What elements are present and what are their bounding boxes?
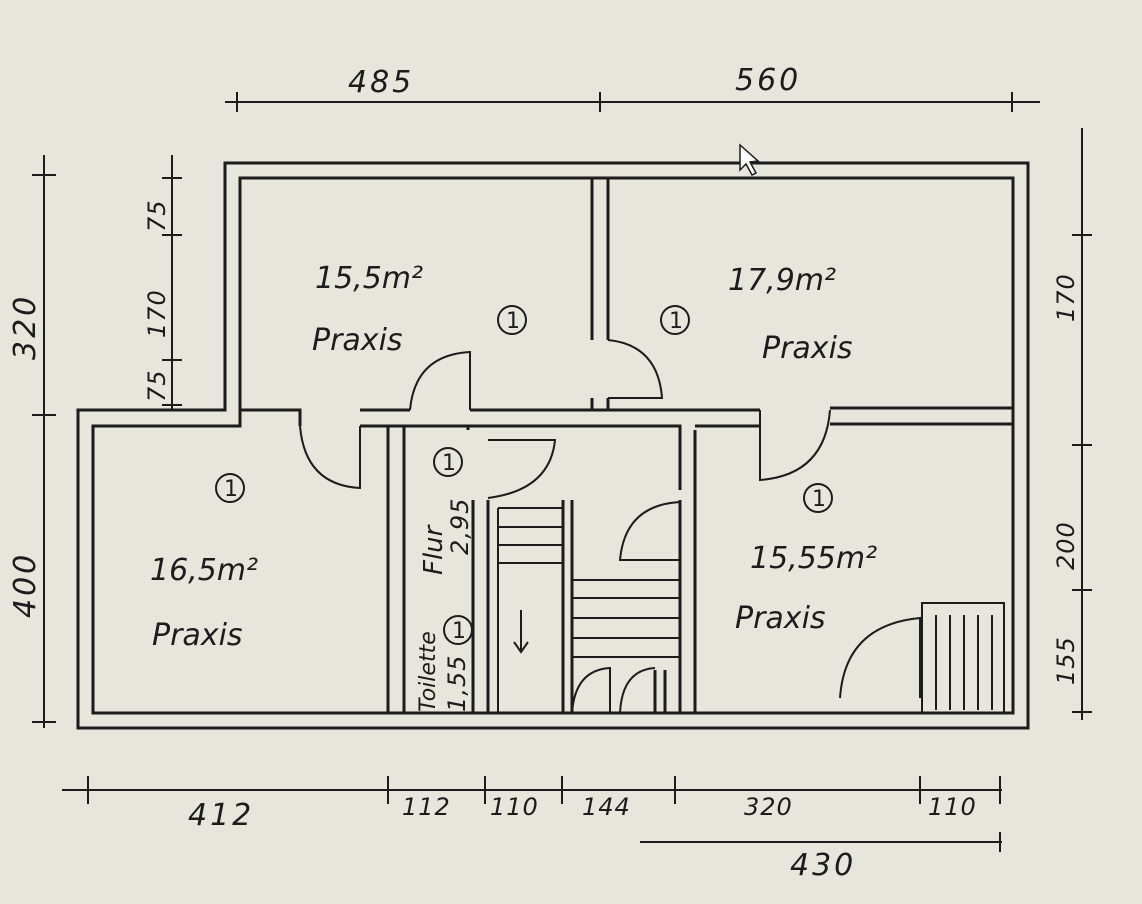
room-label: Flur	[419, 523, 449, 575]
marker-circle	[433, 447, 463, 477]
door-upper-right-room	[607, 339, 664, 399]
dim-left-lower: 400	[8, 552, 43, 618]
dim-right-lower: 155	[1052, 636, 1080, 685]
room-upper-left: 15,5m² Praxis 1	[312, 261, 527, 358]
room-marker: 1	[224, 477, 238, 502]
room-toilet: Toilette 1,55 1	[416, 615, 473, 712]
dim-bottom-cabinet: 110	[928, 793, 977, 821]
dim-left-window: 170	[143, 289, 171, 338]
marker-circle	[803, 483, 833, 513]
marker-circle	[497, 305, 527, 335]
marker-circle	[215, 473, 245, 503]
door-left-room	[299, 425, 361, 490]
room-area: 2,95	[446, 498, 474, 555]
door-toilet	[487, 439, 557, 499]
door-upper-left-room	[409, 350, 471, 411]
room-marker: 1	[506, 309, 520, 334]
outer-walls	[76, 161, 1030, 730]
room-area: 15,5m²	[315, 261, 423, 296]
dim-left-bottom-wall: 75	[143, 369, 171, 402]
room-label: Toilette	[416, 631, 441, 712]
built-in-cabinet	[921, 602, 1005, 714]
room-lower-right: 1 15,55m² Praxis	[735, 483, 877, 636]
door-cabinet	[839, 616, 921, 699]
entrance-double-door	[571, 666, 656, 714]
dim-right-middle: 200	[1052, 521, 1080, 570]
room-corridor: 1 2,95 Flur	[419, 447, 474, 575]
room-area: 1,55	[443, 655, 471, 712]
doors	[299, 339, 921, 714]
room-label: Praxis	[735, 601, 826, 636]
room-left: 1 16,5m² Praxis	[150, 473, 258, 653]
dimension-labels: 485 560 320 75 170 75 400 170 200 155 41…	[8, 63, 1080, 883]
room-marker: 1	[452, 619, 466, 644]
dim-bottom-stairs: 144	[582, 793, 631, 821]
dim-top-left: 485	[348, 65, 414, 100]
dim-right-upper: 170	[1052, 273, 1080, 322]
room-marker: 1	[442, 451, 456, 476]
dim-bottom-corridor: 110	[490, 793, 539, 821]
room-area: 16,5m²	[150, 553, 258, 588]
room-upper-right: 17,9m² Praxis 1	[660, 263, 853, 366]
dim-bottom-left-room: 412	[188, 798, 254, 833]
room-marker: 1	[669, 309, 683, 334]
dim-bottom-total: 430	[790, 848, 856, 883]
dim-top-right: 560	[735, 63, 801, 98]
dim-left-upper: 320	[8, 294, 43, 360]
dimension-lines	[32, 92, 1092, 852]
dim-left-top-wall: 75	[143, 199, 171, 232]
marker-circle	[443, 615, 473, 645]
mouse-cursor-icon	[739, 143, 760, 176]
door-lower-right-room	[759, 409, 831, 482]
interior-walls	[240, 178, 1013, 713]
dim-bottom-right-room: 320	[744, 793, 793, 821]
room-area: 17,9m²	[728, 263, 836, 298]
room-label: Praxis	[762, 331, 853, 366]
room-area: 15,55m²	[750, 541, 877, 576]
staircase	[497, 507, 680, 713]
door-corridor-right	[618, 501, 681, 561]
marker-circle	[660, 305, 690, 335]
dim-bottom-toilet: 112	[402, 793, 451, 821]
room-label: Praxis	[312, 323, 403, 358]
room-label: Praxis	[152, 618, 243, 653]
room-marker: 1	[812, 487, 826, 512]
